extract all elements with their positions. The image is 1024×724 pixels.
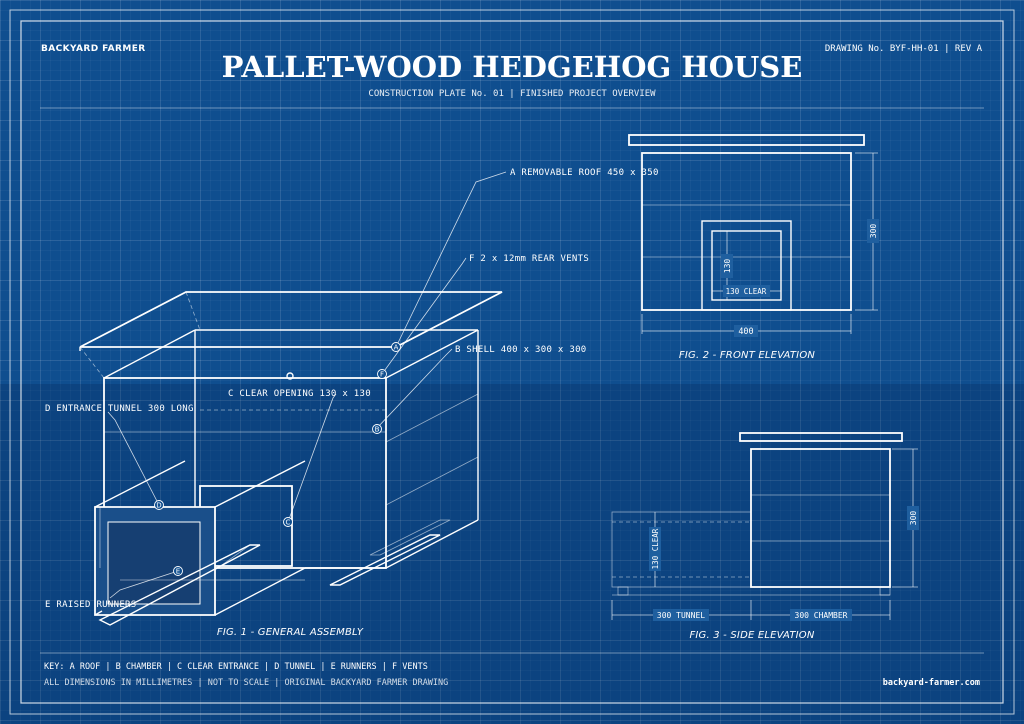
svg-text:D: D	[156, 502, 161, 510]
runner-hidden	[369, 519, 451, 556]
dim-label-bg	[649, 527, 661, 571]
inner-border	[20, 20, 1004, 704]
callout-b: B SHELL 400 x 300 x 300	[455, 345, 587, 355]
dim-label-bg	[653, 609, 709, 621]
roof-top	[79, 291, 503, 348]
fig3-caption: FIG. 3 - SIDE ELEVATION	[689, 630, 814, 641]
dim-height-label: 300	[909, 511, 918, 526]
tunnel-edge	[94, 610, 103, 616]
page-title: PALLET-WOOD HEDGEHOG HOUSE	[222, 50, 803, 84]
dim-opening-h-label: 130	[723, 259, 732, 274]
fig3-side-elevation: 130 CLEAR 300 300 TUNNEL 300 CHAMBER FIG…	[611, 432, 919, 641]
side-roof	[739, 432, 903, 442]
tunnel-edge	[214, 460, 306, 508]
leader-f	[381, 257, 467, 375]
plank-line	[385, 393, 479, 443]
roof-hidden-edge	[79, 346, 105, 379]
dim-label-bg	[721, 254, 733, 278]
side-tunnel	[611, 511, 752, 588]
vent-hole	[286, 372, 294, 380]
tunnel-mouth	[107, 521, 201, 605]
bubble-b: B	[372, 424, 382, 434]
runner	[98, 544, 261, 626]
dim-label-bg	[734, 325, 758, 337]
page-subtitle: CONSTRUCTION PLATE No. 01 | FINISHED PRO…	[368, 89, 656, 99]
leader-d	[107, 411, 160, 506]
svg-text:E: E	[176, 568, 180, 576]
website-url: backyard-farmer.com	[883, 678, 980, 688]
bubble-c: C	[283, 517, 293, 527]
bubble-f: F	[377, 369, 387, 379]
svg-text:B: B	[375, 426, 380, 434]
front-tunnel	[701, 220, 792, 311]
fig2-front-elevation: 400 300 130 130 CLEAR FIG. 2 - FRONT ELE…	[628, 134, 879, 361]
drawing-number: DRAWING No. BYF-HH-01 | REV A	[825, 44, 983, 54]
dim-width-label: 400	[738, 327, 753, 337]
fig1-caption: FIG. 1 - GENERAL ASSEMBLY	[217, 627, 364, 638]
tunnel-edge	[94, 460, 186, 508]
leader-e	[109, 570, 179, 599]
dim-tunnel-label: 300 TUNNEL	[657, 611, 705, 620]
dim-label-bg	[790, 609, 852, 621]
dim-label-bg	[907, 506, 919, 530]
bubble-e: E	[173, 566, 183, 576]
svg-text:F: F	[380, 371, 384, 379]
svg-text:C: C	[286, 519, 291, 527]
outer-border	[9, 9, 1015, 715]
leader-b	[376, 348, 453, 429]
dim-label-bg	[867, 219, 879, 243]
shell-front-face	[103, 377, 387, 569]
key-legend: KEY: A ROOF | B CHAMBER | C CLEAR ENTRAN…	[44, 662, 428, 672]
shell-top-edge	[385, 329, 479, 379]
side-runner	[617, 586, 629, 596]
drawing-notes: ALL DIMENSIONS IN MILLIMETRES | NOT TO S…	[44, 678, 448, 688]
dim-height-label: 300	[869, 224, 878, 239]
callout-e: E RAISED RUNNERS	[45, 600, 137, 610]
tunnel-edge	[214, 567, 306, 616]
plank-line	[385, 456, 479, 506]
front-roof	[628, 134, 865, 146]
svg-text:A: A	[394, 344, 399, 352]
dim-opening-w-label: 130 CLEAR	[726, 287, 767, 296]
side-runner	[879, 586, 891, 596]
runner	[329, 534, 441, 586]
dim-opening-label: 130 CLEAR	[651, 528, 660, 569]
fig2-caption: FIG. 2 - FRONT ELEVATION	[679, 350, 815, 361]
bubble-d: D	[154, 500, 164, 510]
callout-c: C CLEAR OPENING 130 x 130	[228, 389, 371, 399]
callout-a: A REMOVABLE ROOF 450 x 350	[510, 168, 659, 178]
side-shell	[750, 448, 891, 588]
roof-hidden-edge	[185, 291, 201, 331]
front-opening	[711, 230, 782, 301]
callout-d: D ENTRANCE TUNNEL 300 LONG	[45, 404, 194, 414]
dim-chamber-label: 300 CHAMBER	[795, 611, 848, 620]
bubble-a: A	[391, 342, 401, 352]
dim-label-bg	[723, 285, 770, 297]
brand-label: BACKYARD FARMER	[41, 44, 146, 54]
leader-a	[395, 171, 507, 348]
callout-f: F 2 x 12mm REAR VENTS	[469, 254, 589, 264]
runner-line	[214, 544, 251, 571]
leader-c	[287, 393, 337, 523]
shell-top-edge	[103, 329, 196, 379]
fig1-assembly: A F B C D E A REMOVABLE ROOF 450 x 350 F…	[45, 168, 659, 638]
shell-bottom-edge	[385, 519, 479, 569]
